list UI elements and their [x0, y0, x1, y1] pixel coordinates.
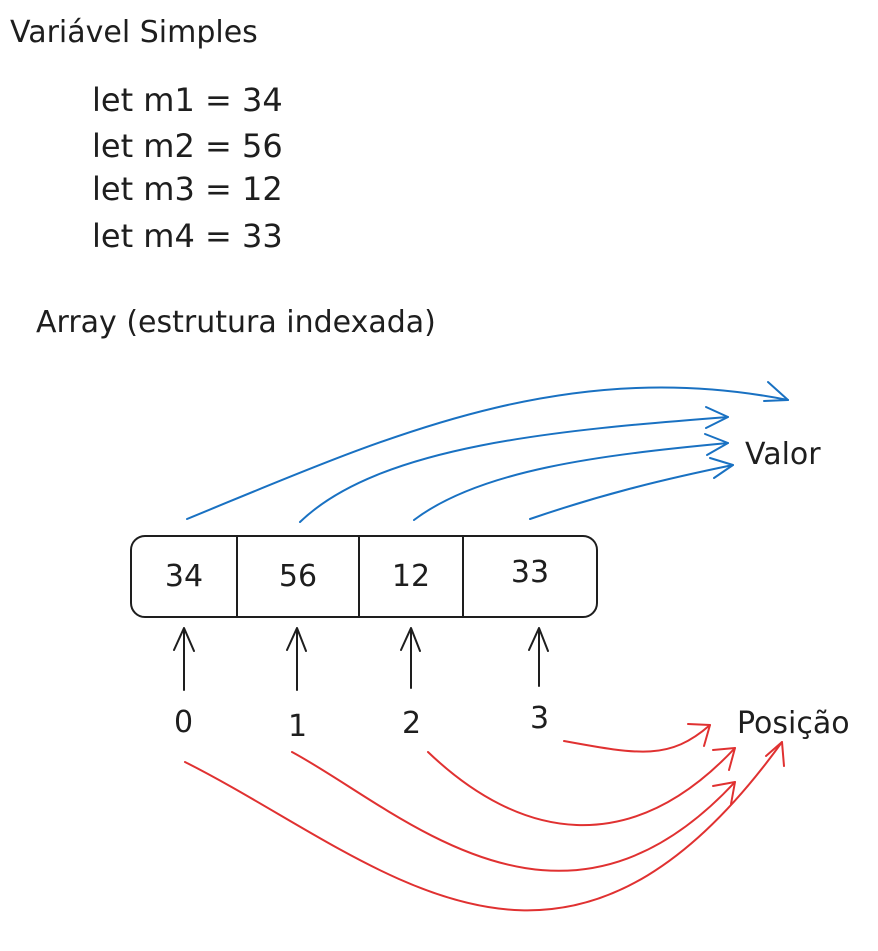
array-box: [130, 535, 598, 618]
code-line: let m1 = 34: [92, 81, 283, 119]
index-label: 3: [530, 701, 550, 736]
position-arrow-0: [184, 741, 783, 912]
code-line: let m4 = 33: [92, 217, 283, 255]
heading-variavel-simples: Variável Simples: [10, 15, 258, 50]
index-arrow-0: [173, 627, 195, 691]
value-arrow-2: [413, 442, 729, 521]
heading-array: Array (estrutura indexada): [36, 305, 436, 340]
array-cell-value: 33: [510, 555, 550, 590]
arrowhead: [712, 747, 736, 771]
arrowhead: [705, 406, 729, 429]
arrowhead: [712, 781, 736, 805]
code-line: let m2 = 56: [92, 127, 283, 165]
arrowhead: [763, 381, 789, 402]
value-arrow-3: [529, 464, 734, 520]
position-arrow-1: [291, 751, 736, 872]
array-cell-value: 34: [164, 559, 204, 594]
position-arrow-2: [427, 747, 736, 826]
index-label: 1: [288, 709, 308, 744]
label-valor: Valor: [745, 437, 821, 472]
arrowhead: [709, 457, 734, 479]
index-arrow-2: [400, 627, 421, 689]
array-cell-value: 56: [278, 559, 318, 594]
arrowhead: [765, 741, 785, 767]
index-label: 0: [174, 705, 194, 740]
index-label: 2: [402, 706, 422, 741]
value-arrow-1: [299, 416, 729, 523]
arrowhead: [687, 723, 711, 747]
code-line: let m3 = 12: [92, 170, 283, 208]
value-arrow-0: [186, 386, 789, 520]
array-cell-value: 12: [391, 559, 431, 594]
position-arrow-3: [563, 724, 711, 753]
index-arrow-3: [528, 627, 549, 687]
index-arrow-1: [286, 627, 307, 691]
arrowhead: [704, 433, 729, 456]
label-posicao: Posição: [737, 706, 850, 741]
